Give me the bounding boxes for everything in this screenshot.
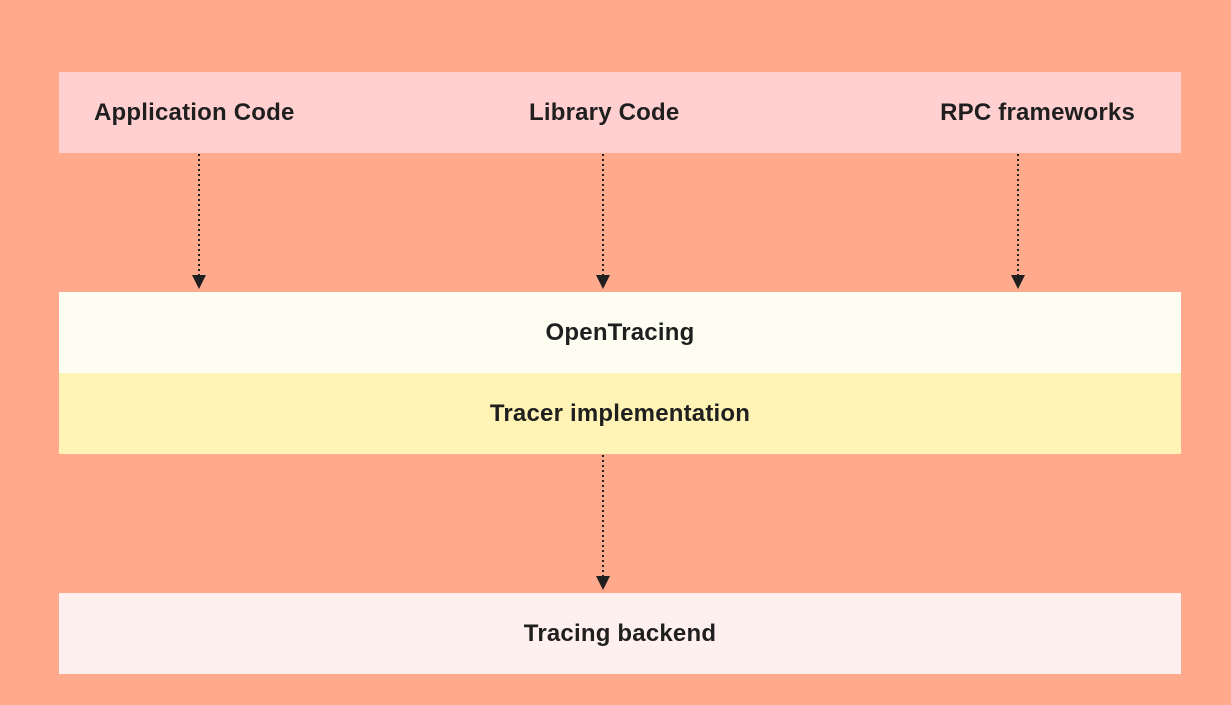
arrow-rpc-to-opentracing xyxy=(1011,154,1025,289)
opentracing-label: OpenTracing xyxy=(545,319,695,346)
tracing-backend-layer: Tracing backend xyxy=(59,593,1181,674)
arrow-tracer-head-icon xyxy=(596,576,610,590)
tracer-implementation-label: Tracer implementation xyxy=(489,400,751,427)
arrow-library-head-icon xyxy=(596,275,610,289)
opentracing-layer: OpenTracing xyxy=(59,292,1181,373)
library-code-label: Library Code xyxy=(529,99,680,126)
sources-band: Application Code Library Code RPC framew… xyxy=(59,72,1181,153)
tracer-implementation-layer: Tracer implementation xyxy=(59,373,1181,454)
arrow-application-to-opentracing xyxy=(192,154,206,289)
application-code-label: Application Code xyxy=(94,99,295,126)
rpc-frameworks-label: RPC frameworks xyxy=(940,99,1135,126)
arrow-rpc-head-icon xyxy=(1011,275,1025,289)
arrow-application-head-icon xyxy=(192,275,206,289)
arrow-tracer-to-backend xyxy=(596,455,610,590)
arrow-library-to-opentracing xyxy=(596,154,610,289)
tracing-backend-label: Tracing backend xyxy=(523,620,717,647)
